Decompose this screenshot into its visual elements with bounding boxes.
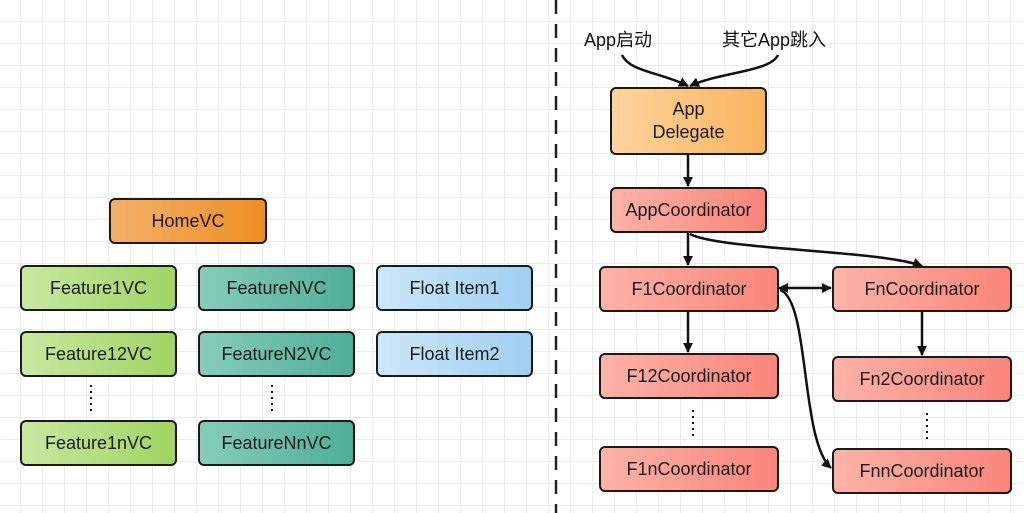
- app-coordinator-node: AppCoordinator: [610, 187, 767, 233]
- float-item1-node: Float Item1: [376, 265, 533, 311]
- other-app-label: 其它App跳入: [722, 30, 827, 50]
- feature1n-vc-node: Feature1nVC: [20, 420, 177, 466]
- arrow-app-to-fn: [689, 232, 923, 268]
- feature12-vc-node: Feature12VC: [20, 331, 177, 377]
- app-delegate-line2: Delegate: [652, 122, 725, 142]
- fn2-coordinator-node: Fn2Coordinator: [832, 356, 1012, 402]
- float-item2-node: Float Item2: [376, 331, 533, 377]
- app-delegate-line1: App: [672, 99, 705, 119]
- arrow-f1-to-fnn: [779, 288, 832, 469]
- f1n-coordinator-node: F1nCoordinator: [599, 446, 779, 492]
- app-delegate-node: App Delegate: [610, 87, 767, 155]
- feature1-vc-node: Feature1VC: [20, 265, 177, 311]
- arrow-app-launch: [620, 54, 689, 88]
- featureN-vc-node: FeatureNVC: [198, 265, 355, 311]
- featureN2-vc-node: FeatureN2VC: [198, 331, 355, 377]
- f1-coordinator-node: F1Coordinator: [599, 266, 779, 312]
- fnn-coordinator-node: FnnCoordinator: [832, 448, 1012, 494]
- home-vc-node: HomeVC: [109, 198, 267, 244]
- f12-coordinator-node: F12Coordinator: [599, 353, 779, 399]
- arrow-other-app: [689, 54, 780, 88]
- app-launch-label: App启动: [584, 30, 653, 50]
- featureNn-vc-node: FeatureNnVC: [198, 420, 355, 466]
- fn-coordinator-node: FnCoordinator: [832, 266, 1012, 312]
